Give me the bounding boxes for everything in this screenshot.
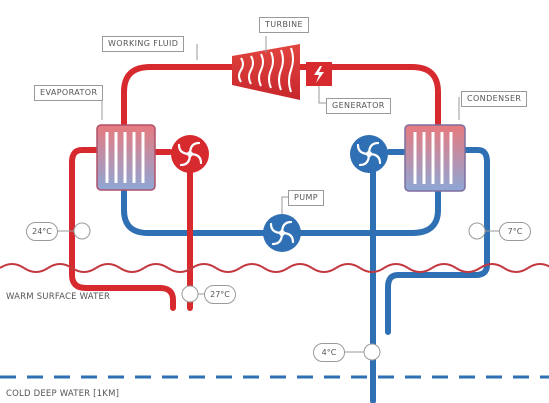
working-fluid-cold-line: [121, 187, 441, 236]
cold-water-pump-icon: [350, 135, 388, 173]
generator-icon: [306, 62, 332, 104]
temp-cold-outlet: 7°C: [499, 222, 531, 241]
label-working-fluid: WORKING FLUID: [102, 36, 185, 52]
sensor-markers: [58, 44, 500, 361]
warm-water-pump-icon: [171, 135, 209, 173]
pump-icon: [263, 196, 301, 252]
turbine-icon: [232, 36, 300, 100]
evaporator-icon: [96, 124, 156, 191]
label-condenser: CONDENSER: [461, 91, 528, 107]
cold-water-line: [370, 147, 490, 403]
sea-surface-wave: [0, 263, 549, 273]
label-generator: GENERATOR: [326, 98, 391, 114]
working-fluid-hot-line: [121, 64, 441, 129]
label-evaporator: EVAPORATOR: [34, 85, 104, 101]
label-pump: PUMP: [288, 190, 325, 206]
label-cold-deep-water: COLD DEEP WATER [1KM]: [6, 389, 120, 399]
temp-cold-inlet: 4°C: [313, 343, 345, 362]
label-turbine: TURBINE: [259, 17, 309, 33]
condenser-icon: [404, 124, 466, 192]
temp-warm-inlet: 24°C: [26, 222, 58, 241]
warm-water-line: [69, 147, 193, 311]
temp-warm-outlet: 27°C: [204, 285, 236, 304]
label-warm-surface-water: WARM SURFACE WATER: [6, 292, 111, 302]
